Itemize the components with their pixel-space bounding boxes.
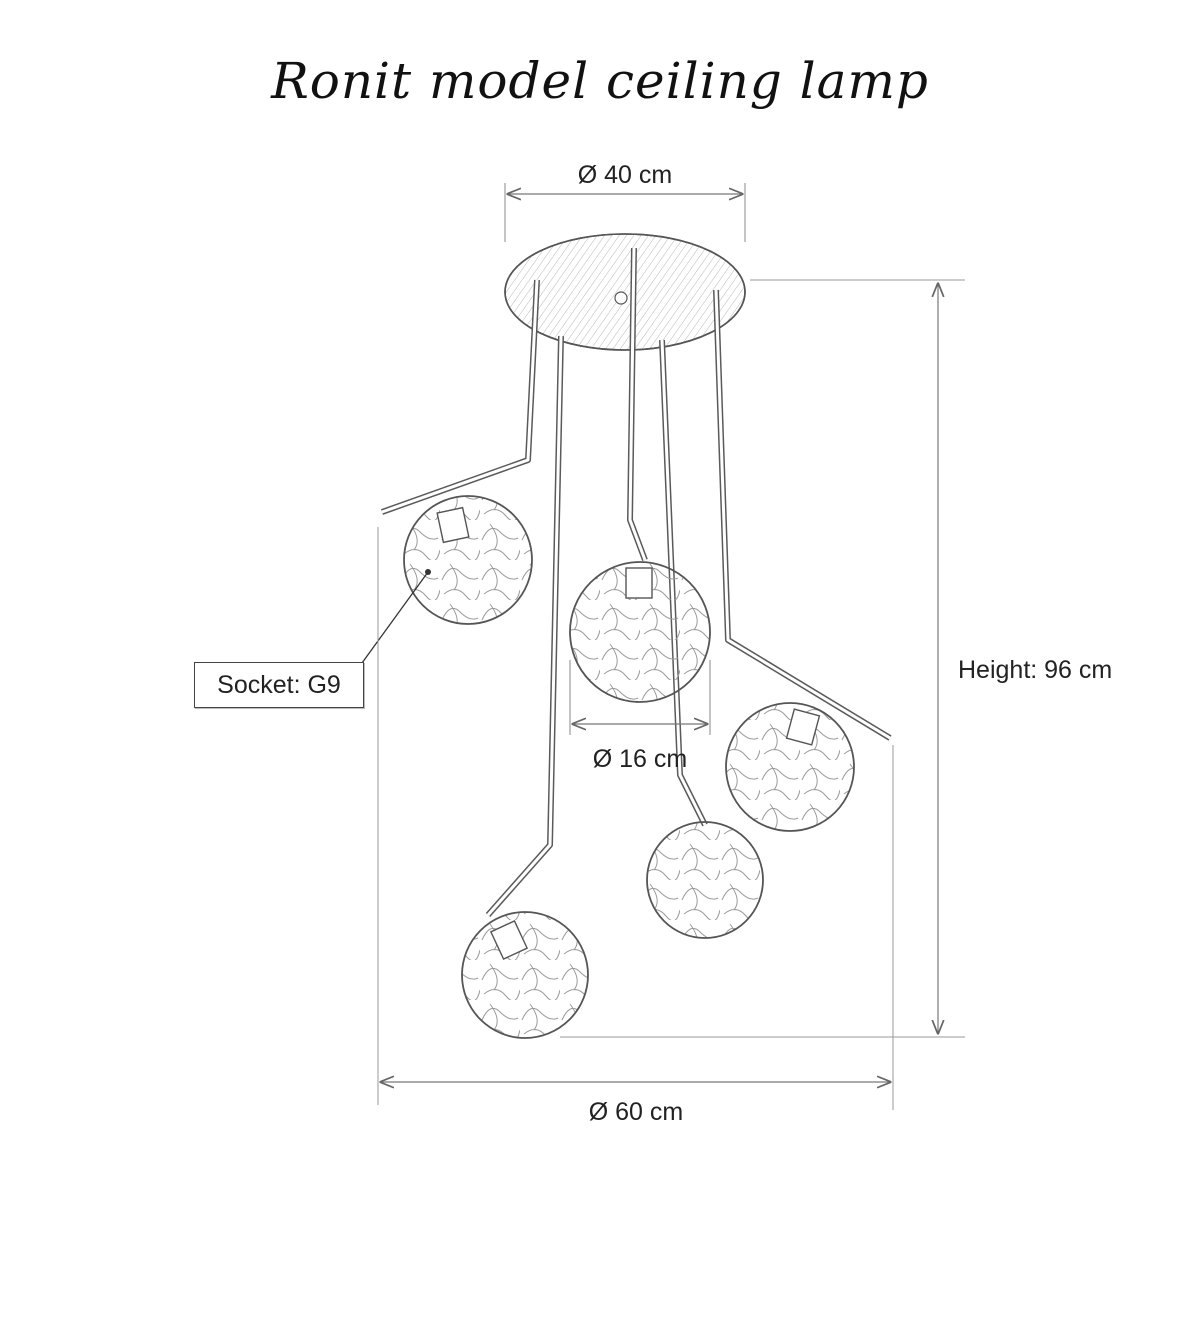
socket-leader-line <box>361 571 429 664</box>
globe-center <box>569 561 711 703</box>
diagram-title: Ronit model ceiling lamp <box>271 52 929 110</box>
globe-right <box>725 702 855 832</box>
globe-diameter-label: Ø 16 cm <box>593 745 687 773</box>
globe-dimension: Ø 16 cm <box>569 660 711 773</box>
canopy-diameter-label: Ø 40 cm <box>578 161 672 189</box>
globe-bottom-right <box>646 821 764 939</box>
overall-dimension: Ø 60 cm <box>377 527 894 1126</box>
canopy-dimension: Ø 40 cm <box>504 161 746 242</box>
globe-bottom-left <box>461 911 589 1039</box>
height-label: Height: 96 cm <box>958 656 1113 684</box>
socket-leader-dot <box>425 569 431 575</box>
height-dimension <box>560 279 965 1038</box>
overall-diameter-label: Ø 60 cm <box>589 1098 683 1126</box>
socket-label: Socket: G9 <box>217 670 341 699</box>
ceiling-canopy <box>504 233 746 351</box>
socket-callout: Socket: G9 <box>194 662 364 708</box>
globe-left <box>403 495 533 625</box>
lamp-rods <box>380 247 892 917</box>
